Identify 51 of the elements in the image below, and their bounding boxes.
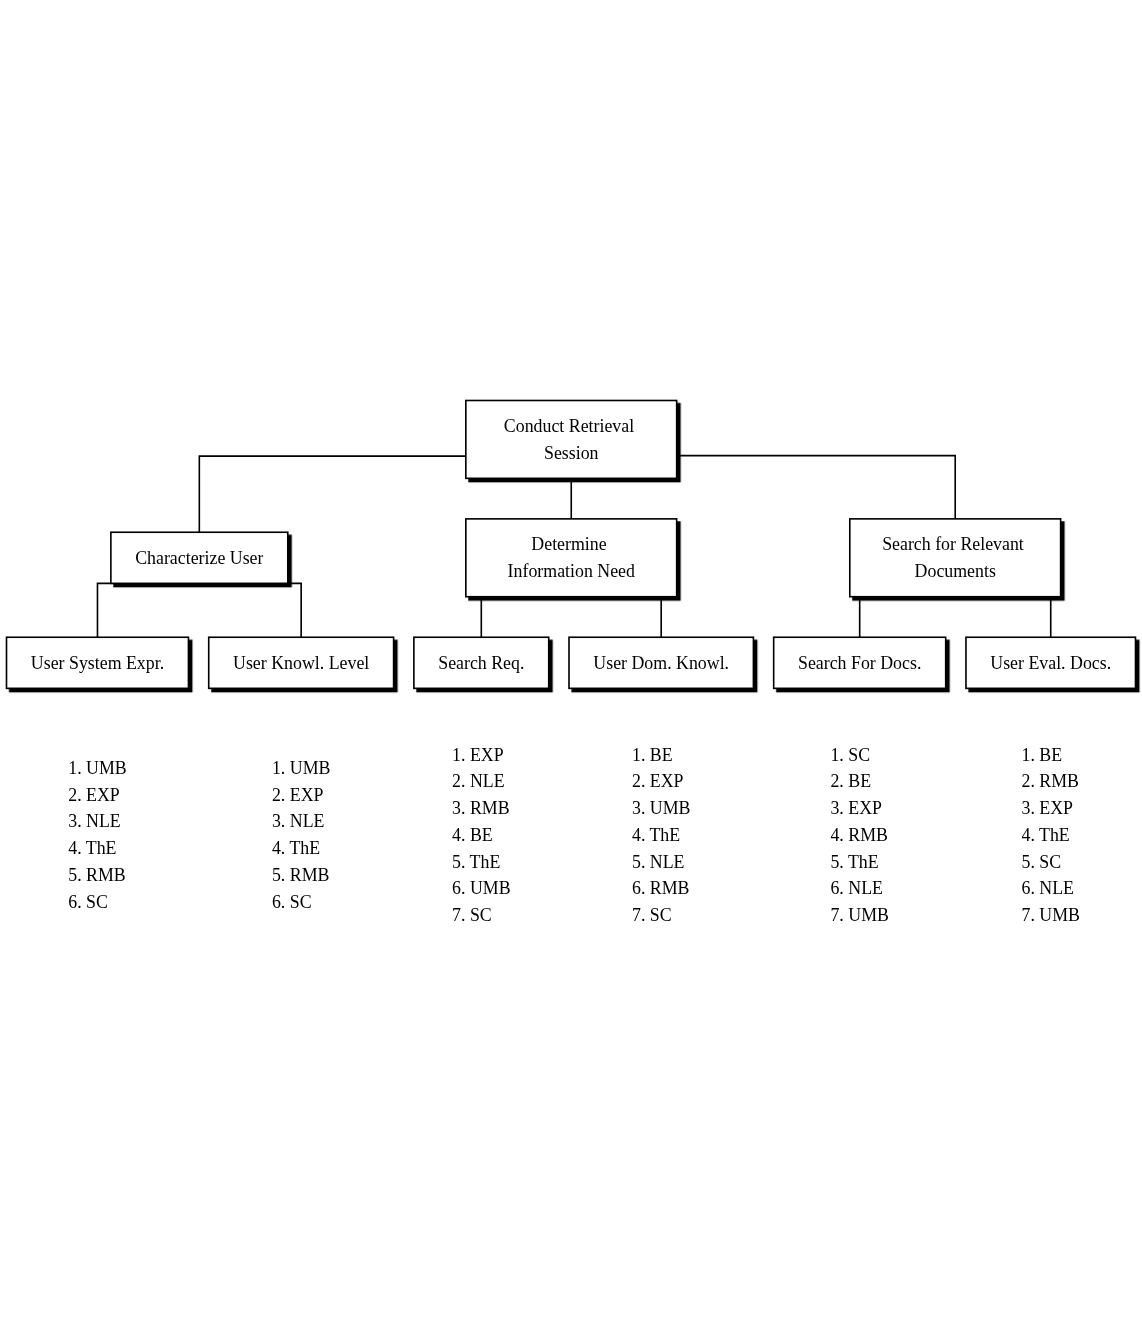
node-label: 6. UMB (452, 878, 511, 899)
node-label: 1. EXP (452, 744, 504, 765)
node-label: 5. ThE (830, 851, 879, 872)
node-label: 2. EXP (271, 784, 324, 805)
node-label: 1. BE (631, 744, 673, 765)
node-label: 2. RMB (1021, 771, 1079, 792)
node-box: Conduct Retrieval Session (465, 399, 678, 480)
node-label: 1. SC (830, 744, 871, 765)
node-label: 2. NLE (452, 771, 505, 792)
node-label: 3. UMB (631, 797, 691, 819)
node-box: Search For Docs. (772, 636, 947, 690)
node-label: 6. NLE (1021, 878, 1075, 899)
node-label: 6. SC (68, 891, 108, 912)
node-label: 4. RMB (830, 824, 888, 845)
node-label: 5. SC (1021, 851, 1062, 872)
node-label: 2. EXP (68, 784, 120, 805)
node-label: 5. RMB (271, 864, 330, 885)
node-label: 7. UMB (1021, 904, 1080, 926)
node-label: 6. SC (271, 891, 312, 912)
node-label: 4. ThE (68, 837, 117, 859)
node-label: 4. ThE (631, 824, 681, 845)
node-box: User Dom. Knowl. (568, 636, 755, 690)
node-label: 2. BE (830, 771, 872, 792)
node-box: Determine Information Need (465, 518, 678, 598)
node-label: 4. ThE (271, 837, 321, 859)
node-label: 1. UMB (68, 757, 127, 778)
node-label: 3. NLE (68, 811, 121, 832)
node-label: 3. NLE (271, 811, 325, 832)
node-label: 3. EXP (1021, 797, 1074, 819)
node-label: 7. UMB (830, 904, 889, 926)
node-label: 7. SC (631, 904, 672, 926)
node-box: Search for Relevant Documents (849, 518, 1062, 598)
node-box: Characterize User (110, 531, 289, 585)
node-box: User Knowl. Level (207, 636, 395, 690)
node-label: 1. UMB (271, 757, 331, 778)
node-label: 1. BE (1021, 744, 1063, 765)
node-label: 6. NLE (830, 878, 883, 899)
node-label: 5. RMB (68, 864, 126, 885)
node-box: User Eval. Docs. (965, 636, 1137, 690)
node-label: 2. EXP (631, 771, 684, 792)
node-label: 7. SC (452, 904, 492, 926)
node-label: 3. EXP (830, 797, 882, 819)
node-label: 3. RMB (452, 797, 510, 819)
node-label: 6. RMB (631, 878, 690, 899)
node-label: 5. ThE (452, 851, 501, 872)
node-label: 4. BE (452, 824, 493, 845)
connector (570, 477, 573, 520)
node-box: User System Expr. (5, 636, 190, 690)
node-label: 4. ThE (1021, 824, 1070, 845)
node-box: Search Req. (413, 636, 550, 690)
node-label: 5. NLE (631, 851, 685, 872)
